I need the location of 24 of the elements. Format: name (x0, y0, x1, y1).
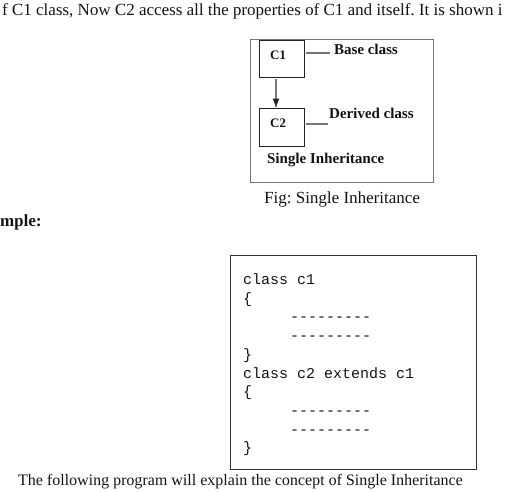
paragraph-text: The following program will explain the concept of Single Inheritance (18, 472, 463, 490)
arrow (272, 79, 280, 107)
class-label: Base class (334, 42, 398, 59)
code-line: { (243, 290, 252, 308)
code-line: class c2 extends c1 (243, 366, 414, 382)
frame-heading: Single Inheritance (267, 151, 384, 168)
code-line: { (243, 384, 252, 402)
code-line: --------- (290, 402, 372, 420)
code-line: } (243, 346, 252, 364)
figure-frame (250, 39, 434, 183)
code-line: } (243, 440, 252, 458)
figure-caption: Fig: Single Inheritance (263, 188, 421, 208)
class-label: Derived class (329, 106, 414, 123)
leader-line (306, 52, 330, 54)
code-line: --------- (290, 422, 372, 439)
class-box: C2 (259, 108, 305, 147)
code-line: class c1 (243, 272, 316, 289)
code-line: --------- (290, 328, 372, 346)
paragraph-text: f C1 class, Now C2 access all the properties of C1 and itself. It is shown i (2, 0, 502, 20)
class-box: C1 (259, 40, 305, 78)
section-heading: mple: (0, 211, 42, 231)
leader-line (306, 123, 328, 125)
code-line: --------- (290, 309, 372, 326)
code-box (230, 255, 477, 470)
